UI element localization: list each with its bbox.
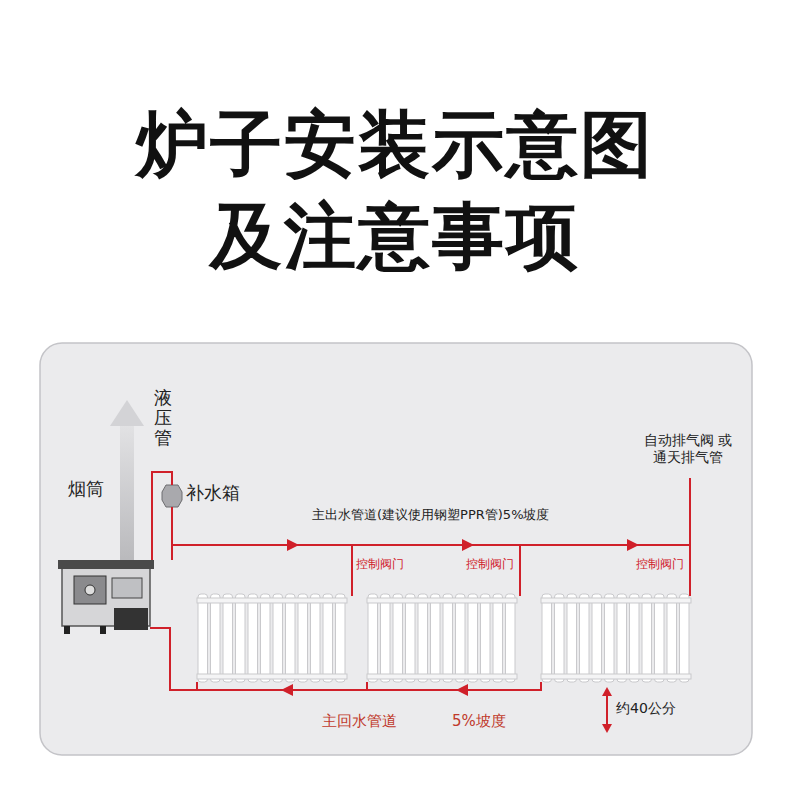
radiator [197,594,347,682]
radiator-column [211,594,221,682]
radiator-column [481,594,491,682]
radiator-column [418,594,428,682]
label: 主出水管道(建议使用钢塑PPR管)5%坡度 [312,507,549,523]
radiator-column [261,594,271,682]
radiator-column [323,594,333,682]
label: 自动排气阀 或通天排气管 [640,432,736,466]
radiators [197,594,691,682]
panel [40,343,752,755]
radiator-column [493,594,503,682]
radiator-column [236,594,246,682]
label: 主回水管道 [322,712,397,730]
radiator-column [456,594,466,682]
radiator-column [368,594,378,682]
radiator-column [431,594,441,682]
radiator-column [506,594,516,682]
radiator-header [367,674,517,679]
radiator-column [406,594,416,682]
stove [58,560,154,634]
radiator-column [223,594,233,682]
label: 控制阀门 [466,557,514,571]
radiator-column [580,594,590,682]
label: 控制阀门 [356,557,404,571]
label: 烟筒 [68,478,104,500]
radiator-column [311,594,321,682]
radiator-column [642,594,652,682]
label: 补水箱 [186,482,240,504]
flow-arrows [281,539,639,696]
page-title: 炉子安装示意图 及注意事项 [115,98,675,282]
radiator [541,594,691,682]
radiator-header [367,598,517,603]
radiator-column [286,594,296,682]
radiator-column [555,594,565,682]
radiator [367,594,517,682]
pipes [150,472,690,690]
radiator-column [542,594,552,682]
radiator-column [605,594,615,682]
radiator-column [336,594,346,682]
radiator-header [197,674,347,679]
radiator-column [592,594,602,682]
label: 约40公分 [616,700,676,717]
label: 5%坡度 [452,712,506,730]
radiator-column [273,594,283,682]
label: 液压管 [154,388,172,447]
radiator-header [541,598,691,603]
radiator-column [198,594,208,682]
radiator-header [197,598,347,603]
radiator-header [541,674,691,679]
radiator-column [298,594,308,682]
radiator-column [617,594,627,682]
radiator-column [443,594,453,682]
dimension-arrow [602,687,612,733]
radiator-column [667,594,677,682]
label: 控制阀门 [636,557,684,571]
radiator-column [630,594,640,682]
radiator-column [567,594,577,682]
radiator-column [393,594,403,682]
chimney-arrow [110,400,144,562]
radiator-column [381,594,391,682]
radiator-column [248,594,258,682]
radiator-column [655,594,665,682]
radiator-column [680,594,690,682]
radiator-column [468,594,478,682]
water-tank [162,485,182,507]
